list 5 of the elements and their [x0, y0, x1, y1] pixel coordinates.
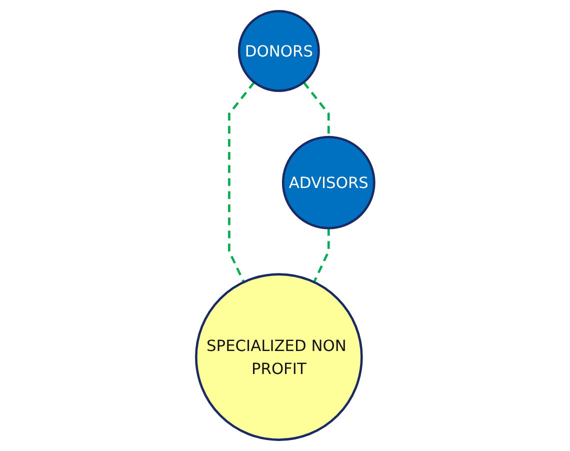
node-circle: ADVISORS: [282, 136, 376, 230]
connector: [228, 82, 255, 283]
connector: [312, 228, 330, 283]
node-circle: SPECIALIZED NON PROFIT: [194, 273, 363, 441]
node-circle: DONORS: [238, 10, 320, 92]
